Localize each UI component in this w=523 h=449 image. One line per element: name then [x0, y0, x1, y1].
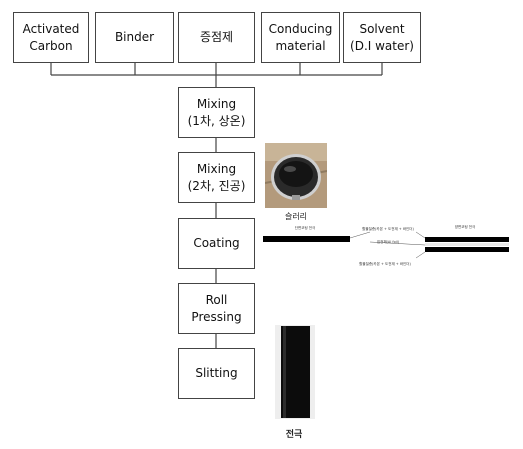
electrode-photo: [275, 325, 315, 419]
material-binder: Binder: [95, 12, 174, 63]
single-side-coating-label: 단면코팅 전극: [294, 226, 316, 230]
current-collector-note: 집전체(Al foil): [376, 240, 400, 244]
material-activated-carbon: Activated Carbon: [13, 12, 89, 63]
lower-layer-note: 활물질층(카본 + 도전재 + 바인더): [359, 262, 411, 266]
material-solvent: Solvent (D.I water): [343, 12, 421, 63]
slurry-caption: 슬러리: [284, 212, 308, 221]
step-slitting: Slitting: [178, 348, 255, 399]
step-coating: Coating: [178, 218, 255, 269]
material-thickener: 증점제: [178, 12, 255, 63]
step-mixing-2: Mixing (2차, 진공): [178, 152, 255, 203]
slurry-photo: [265, 143, 327, 208]
electrode-caption: 전극: [285, 430, 303, 440]
double-side-coating-label: 양면코팅 전극: [454, 225, 476, 229]
material-conducting: Conducing material: [261, 12, 340, 63]
coating-cross-section: [263, 231, 509, 259]
step-mixing-1: Mixing (1차, 상온): [178, 87, 255, 138]
step-roll-pressing: Roll Pressing: [178, 283, 255, 334]
upper-layer-note: 활물질층(카본 + 도전재 + 바인더): [362, 227, 414, 231]
